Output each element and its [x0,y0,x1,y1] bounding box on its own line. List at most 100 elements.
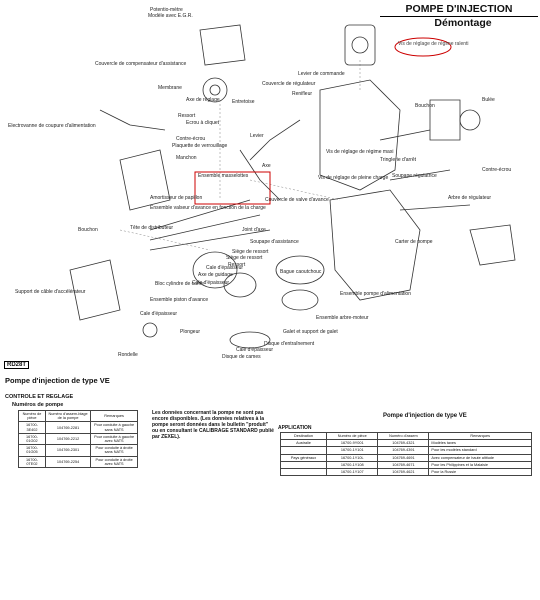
diagram-label: Entretoise [232,99,255,105]
model-code-box: RD28T [4,361,30,369]
diagram-label: Joint d'axe [242,227,266,233]
diagram-label: Vis de réglage de pleine charge [318,175,389,181]
diagram-label: Levier de commande [298,71,345,77]
control-heading: CONTROLE ET REGLAGE [5,394,74,400]
table-cell [279,468,328,477]
diagram-label: Ensemble pompe d'alimentation [340,291,411,297]
diagram-label: Modèle avec E.G.R. [148,13,193,19]
diagram-label: Ressort [228,262,246,268]
diagram-label: Manchon [176,155,197,161]
table-cell: Modèles taxes [428,439,532,448]
page-subtitle: Démontage [434,17,492,29]
diagram-label: Axe [262,163,271,169]
diagram-label: Amortisseur de papillon [150,195,203,201]
diagram-label: Siège de ressort [226,255,263,261]
table-cell: 16700-0TE02 [18,455,46,469]
table-row: Australie 16700-9Y001 104769-4321 Modèle… [279,439,532,448]
table-cell: 104769-4621 [377,468,430,477]
table-cell: 16700-01G02 [18,432,46,446]
table-cell: 16700-3E402 [18,421,46,434]
table-cell: Avec compensateur de haute altitude [428,453,532,462]
diagram-label: Ressort [178,113,196,119]
diagram-label: Vis de réglage de régime ralenti [398,41,469,47]
table-cell: Pour les modèles standard [428,446,532,455]
table-cell: 16700-1Y108 [326,460,379,470]
table-row: 16700-1Y108 104769-4671 Pour les Philipp… [279,460,532,470]
diagram-label: Soupape régulatrice [392,173,437,179]
table-cell: Australie [279,439,328,448]
table-header: Numéro d'assem-blage de la pompe [44,409,92,423]
diagram-label: Cale d'épaisseur [236,347,274,353]
diagram-label: Contre-écrou [482,167,512,173]
application-table: Destination Numéro de pièce Numéro d'ass… [279,431,532,477]
diagram-label: Soupape d'assistance [250,239,299,245]
table-row: 16700-0TE02 104769-2254 Pour conduite à … [18,455,138,469]
table-cell: Pour les Philippines et la Malaisie [428,460,532,470]
diagram-label: Couvercle de valve d'avance [265,197,329,203]
diagram-label: Tête de distributeur [130,225,174,231]
table-cell: Pour la Russie [428,468,532,477]
diagram-label: Cale d'épaisseur [192,280,230,286]
table-row: 16700-01G02 104769-2212 Pour conduite à … [18,432,138,446]
page-title: POMPE D'INJECTION [380,3,538,17]
table-cell: 16700-9Y001 [326,439,379,448]
table-cell: Pour conduite à gauche sans NATS [90,421,138,434]
table-header: Numéro de pièce [18,409,46,423]
diagram-label: Plongeur [180,329,201,335]
diagram-label: Ensemble piston d'avance [150,297,209,303]
diagram-label: Plaquette de verrouillage [172,143,228,149]
diagram-label: Potentio-mètre [150,7,183,13]
exploded-diagram [69,24,516,349]
table-cell: 104769-2281 [44,421,92,434]
table-header: Remarques [90,409,138,423]
table-cell: 104769-4691 [377,453,430,462]
table-cell: Pour conduite à droite avec NATS [90,455,138,469]
table-cell: Pour conduite à gauche avec NATS [90,432,138,446]
control-subheading: Numéros de pompe [12,402,64,408]
diagram-label: Bulée [482,97,495,103]
diagram-label: Couvercle de régulateur [262,81,316,87]
diagram-label: Cale d'épaisseur [140,311,178,317]
diagram-label: Levier [250,133,264,139]
diagram-label: Bague caoutchouc [280,269,322,275]
diagram-label: Renifleur [292,91,313,97]
data-note: Les données concernant la pompe ne sont … [152,410,274,440]
diagram-label: Bloc cylindre de came [155,281,204,287]
table-cell: 104769-2254 [44,455,92,469]
table-cell: 16700-01G05 [18,444,46,457]
diagram-label: Siège de ressort [232,249,269,255]
table-row: 16700-01G05 104769-2301 Pour conduite à … [18,444,138,457]
diagram-label: Ensemble valseur d'avance en fonction de… [150,205,266,211]
diagram-label: Vis de réglage de régime maxi [326,149,394,155]
diagram-label: Ensemble arbre-moteur [316,315,369,321]
table-cell [279,446,328,455]
table-cell: 104769-4321 [377,439,430,448]
table-cell: Pour conduite à droite sans NATS [90,444,138,457]
diagram-label: Electrovanne de coupure d'alimentation [8,123,96,129]
application-heading: APPLICATION [278,425,312,431]
table-row: 16700-1Y107 104769-4621 Pour la Russie [279,468,532,477]
diagram-label: Galet et support de galet [283,329,338,335]
table-row: 16700-3E402 104769-2281 Pour conduite à … [18,421,138,434]
table-header: Numéro de pièce [326,431,379,441]
diagram-label: Ecrou à cliquet [186,120,220,126]
pump-numbers-table: Numéro de pièce Numéro d'assem-blage de … [18,409,138,469]
diagram-label: Bouchon [415,103,435,109]
diagram-label: Disque d'entraînement [264,341,315,347]
table-header: Numéro d'assem [377,431,430,441]
table-row: Pays généraux 16700-1Y10L 104769-4691 Av… [279,453,532,462]
diagram-label: Bouchon [78,227,98,233]
diagram-label: Axe de réglage [186,97,220,103]
table-cell: 16700-1Y10L [326,453,379,462]
table-cell: 16700-1Y101 [326,446,379,455]
table-cell: 104769-4391 [377,446,430,455]
diagram-label: Carter de pompe [395,239,433,245]
table-cell: 104769-2212 [44,432,92,446]
diagram-label: Axe de guidage [198,272,233,278]
table-row: 16700-1Y101 104769-4391 Pour les modèles… [279,446,532,455]
table-header: Remarques [428,431,532,441]
diagram-label: Support de câble d'accélérateur [15,289,86,295]
table-cell: 104769-2301 [44,444,92,457]
diagram-label: Tringlerie d'arrêt [380,157,417,163]
table-cell: 16700-1Y107 [326,468,379,477]
